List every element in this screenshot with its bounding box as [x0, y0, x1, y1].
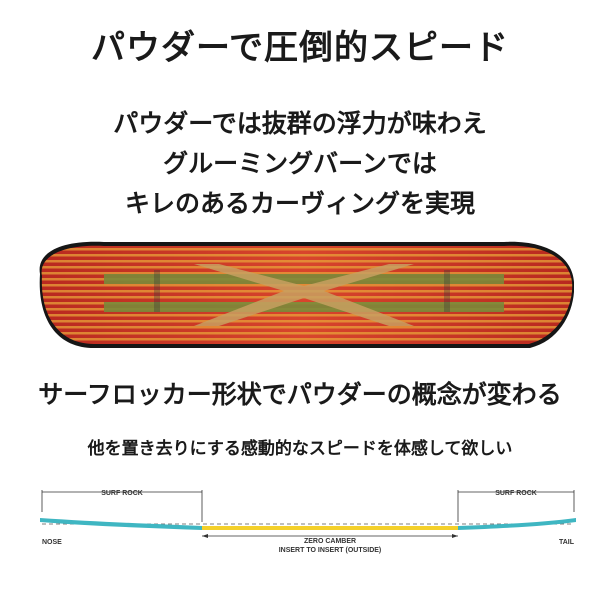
board-stripe: [41, 338, 573, 341]
board-stripe: [41, 332, 573, 335]
tagline: 他を置き去りにする感動的なスピードを体感して欲しい: [87, 439, 513, 459]
nose-label: NOSE: [42, 539, 62, 546]
board-stripe: [41, 320, 573, 323]
board-stripe: [41, 314, 573, 317]
board-stripe: [41, 272, 573, 275]
zero-camber-label: ZERO CAMBER: [304, 538, 356, 545]
surf-rock-right-label: SURF ROCK: [495, 490, 537, 497]
sub-heading: サーフロッカー形状でパウダーの概念が変わる: [38, 380, 562, 409]
board-stripe: [41, 254, 573, 257]
board-stripe: [41, 284, 573, 287]
tail-label: TAIL: [559, 539, 575, 546]
surf-rock-left-label: SURF ROCK: [101, 490, 143, 497]
description-line-2: グルーミングバーンでは: [163, 149, 437, 178]
page-heading: パウダーで圧倒的スピード: [91, 28, 509, 68]
description-line-3: キレのあるカーヴィングを実現: [124, 189, 475, 218]
board-stripe: [41, 260, 573, 263]
camber-profile-diagram: SURF ROCK SURF ROCK ZERO CAMBER INSERT T…: [40, 490, 576, 554]
insert-to-insert-label: INSERT TO INSERT (OUTSIDE): [279, 547, 382, 554]
board-stripe: [41, 266, 573, 269]
description-line-1: パウダーでは抜群の浮力が味わえ: [113, 109, 487, 138]
nose-rocker-segment: [40, 518, 202, 530]
board-stripe: [41, 326, 573, 329]
zero-camber-segment: [202, 526, 458, 530]
snowboard-image: [39, 241, 574, 348]
tail-rocker-segment: [458, 518, 576, 530]
board-stripe: [41, 248, 573, 251]
